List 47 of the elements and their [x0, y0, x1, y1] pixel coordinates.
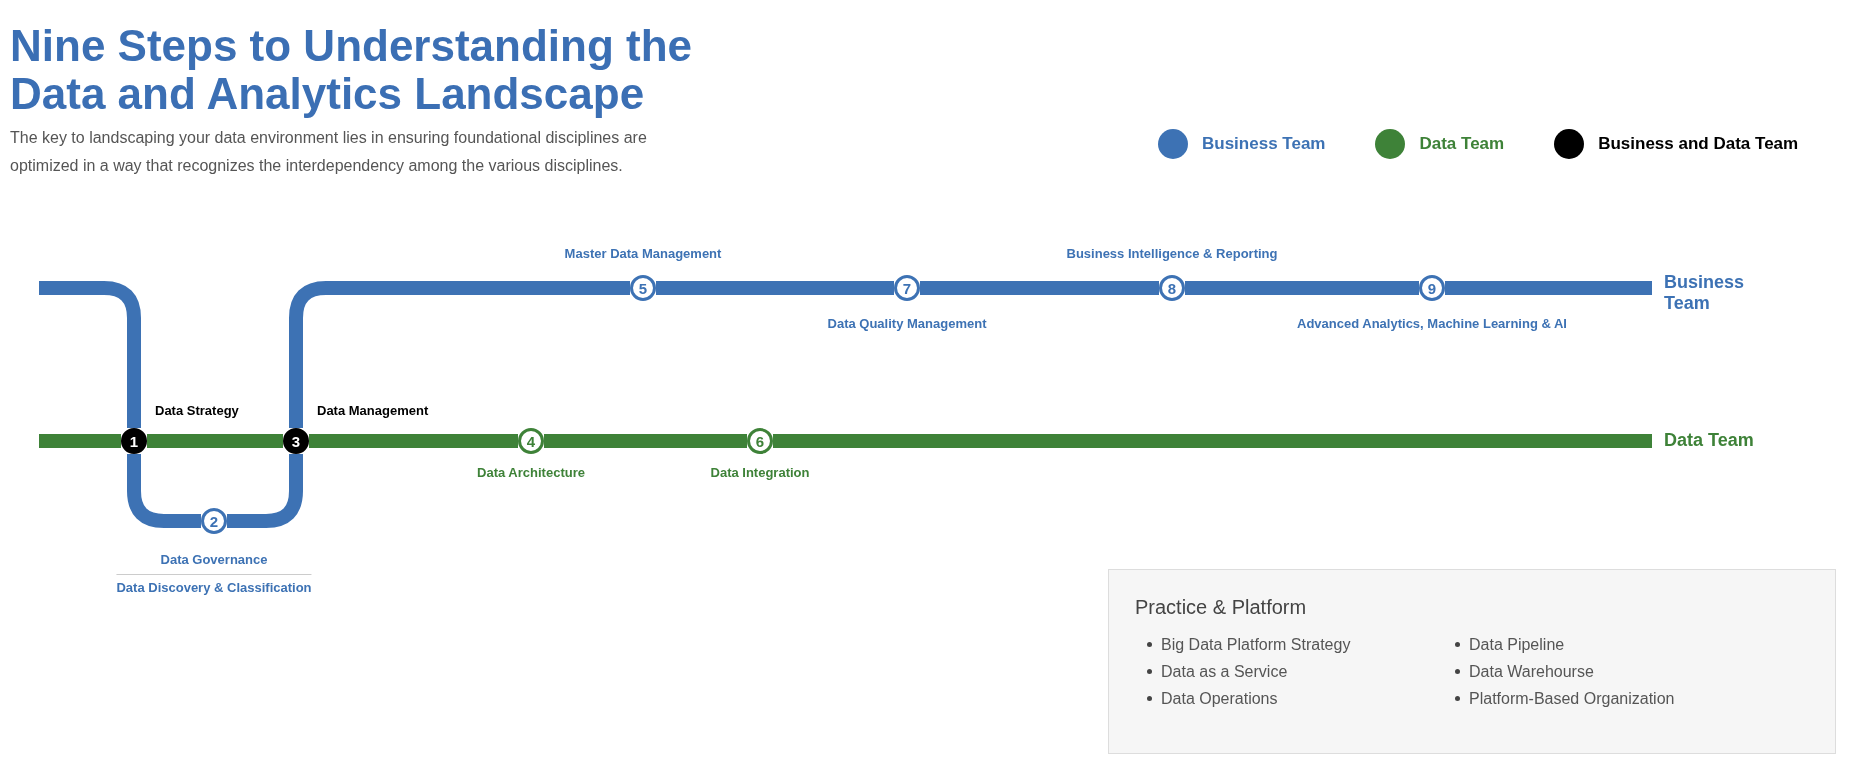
station-label: Data Management — [317, 402, 429, 420]
route-line — [920, 281, 1159, 295]
description: The key to landscaping your data environment lies in ensuring foundational disciplines are optimized in a way that recognizes the interdependency among the various disciplines. — [10, 128, 648, 176]
route-line — [309, 434, 518, 448]
station-circle: 3 — [283, 428, 309, 454]
station-circle: 6 — [747, 428, 773, 454]
route-line — [289, 281, 630, 428]
station-circle: 4 — [518, 428, 544, 454]
station-label: Advanced Analytics, Machine Learning & AI — [1297, 315, 1567, 333]
station-label: Data Architecture — [477, 464, 585, 482]
station-label: Data Strategy — [155, 402, 239, 420]
legend-label: Data Team — [1419, 134, 1505, 154]
station-label: Data Integration — [710, 464, 810, 482]
station-label: Business Intelligence & Reporting — [1066, 245, 1278, 263]
station-label: Data Discovery & Classification — [116, 579, 312, 597]
station-circle: 8 — [1159, 275, 1185, 301]
route-line — [1445, 281, 1652, 295]
route-line — [656, 281, 894, 295]
list-item: Data as a Service — [1161, 661, 1288, 682]
legend-label: Business and Data Team — [1598, 134, 1799, 154]
station-label: Data Quality Management — [827, 315, 987, 333]
panel-heading: Practice & Platform — [1135, 596, 1307, 619]
list-item: Platform-Based Organization — [1469, 688, 1675, 709]
line-label: Business Team — [1652, 272, 1774, 314]
station-circle: 5 — [630, 275, 656, 301]
title: Nine Steps to Understanding the Data and Analytics Landscape — [10, 22, 694, 118]
station-label: Data Governance — [159, 551, 269, 569]
station-circle: 7 — [894, 275, 920, 301]
station-circle: 9 — [1419, 275, 1445, 301]
route-line — [544, 434, 747, 448]
list-item: Data Operations — [1161, 688, 1278, 709]
station-label: Master Data Management — [564, 245, 722, 263]
route-line — [147, 434, 283, 448]
route-line — [227, 454, 303, 528]
route-line — [127, 454, 201, 528]
legend-label: Business Team — [1202, 134, 1326, 154]
practice-panel — [1108, 569, 1836, 754]
route-line — [39, 281, 141, 428]
route-line — [773, 434, 1652, 448]
station-circle: 1 — [121, 428, 147, 454]
route-line — [39, 434, 121, 448]
line-label: Data Team — [1652, 430, 1774, 451]
route-line — [1185, 281, 1419, 295]
list-item: Data Pipeline — [1469, 634, 1565, 655]
list-item: Data Warehourse — [1469, 661, 1594, 682]
list-item: Big Data Platform Strategy — [1161, 634, 1351, 655]
station-circle: 2 — [201, 508, 227, 534]
